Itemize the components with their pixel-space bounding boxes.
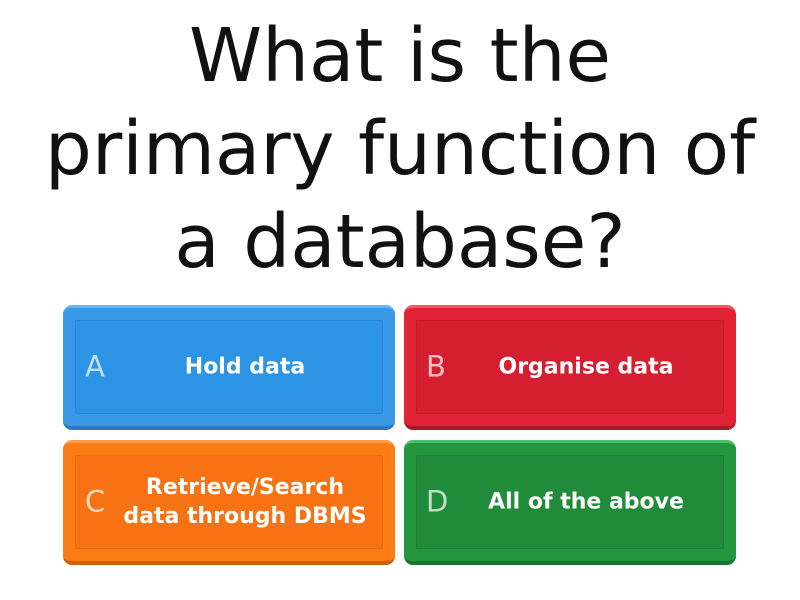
answer-d-label: All of the above [488,489,684,515]
answer-a-label: Hold data [184,354,306,380]
answer-d-letter: D [426,484,449,519]
answer-a-button[interactable]: A Hold data [63,305,395,430]
answer-b-label: Organise data [498,354,674,380]
question-text: What is the primary function of a databa… [44,12,756,285]
answer-c-button[interactable]: C Retrieve/Search data through DBMS [63,440,395,565]
answer-b-letter: B [426,349,446,384]
answer-grid: A Hold data B Organise data C Retrieve/S… [63,305,736,565]
answer-d-button[interactable]: D All of the above [404,440,736,565]
answer-b-button[interactable]: B Organise data [404,305,736,430]
answer-c-letter: C [85,484,106,519]
answer-c-label: Retrieve/Search data through DBMS [123,475,367,529]
answer-a-letter: A [85,349,105,384]
